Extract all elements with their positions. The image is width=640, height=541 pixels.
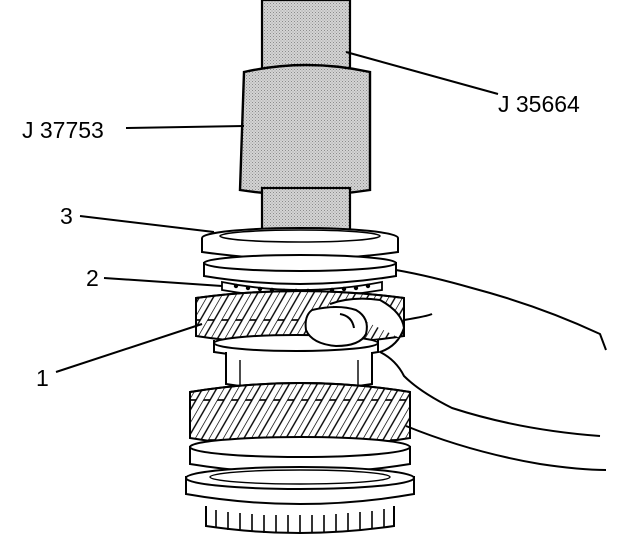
tool-j37753-sleeve: [238, 63, 372, 197]
label-j37753: J 37753: [22, 117, 104, 143]
leader-part-1: [55, 323, 203, 373]
technician-hand: [304, 269, 607, 471]
label-part-2: 2: [86, 265, 99, 291]
lower-synchronizer: [185, 436, 415, 505]
tool-shaft-lower: [260, 186, 352, 234]
tool-j35664-shaft: [260, 0, 352, 72]
leader-part-2: [103, 277, 223, 287]
bottom-spline-hub: [205, 506, 395, 534]
label-part-1: 1: [36, 365, 49, 391]
leader-part-3: [79, 215, 215, 233]
leader-lines: [55, 51, 499, 373]
leader-j35664: [345, 51, 499, 95]
leader-j37753: [125, 125, 245, 129]
label-part-3: 3: [60, 203, 73, 229]
label-j35664: J 35664: [498, 91, 580, 117]
